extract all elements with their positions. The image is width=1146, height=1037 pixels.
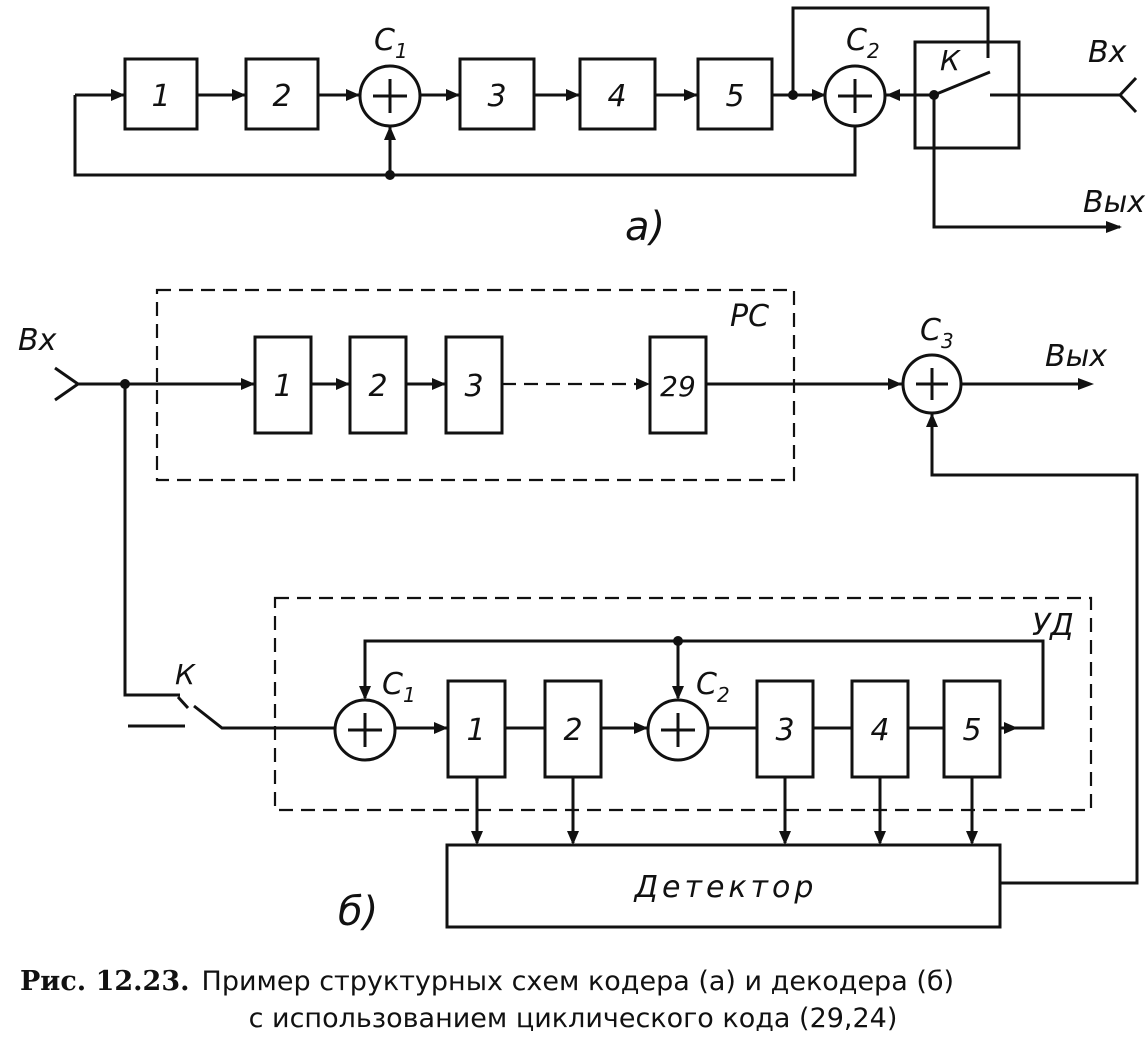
- encoder-block-3: [458, 57, 536, 131]
- encoder-block-1: [123, 57, 199, 131]
- adder-c3-label: C3: [920, 313, 954, 353]
- caption-line-2: с использованием циклического кода (29,2…: [249, 1003, 898, 1034]
- ud-block-1-label: 1: [466, 713, 485, 748]
- encoder-block-3-label: 3: [487, 79, 506, 114]
- input-a-label: Вх: [1088, 35, 1127, 70]
- adder-c1-a-label: C1: [374, 23, 408, 63]
- ud-block-3-label: 3: [775, 713, 794, 748]
- input-b-label: Вх: [18, 323, 57, 358]
- detector-block: [445, 843, 1002, 929]
- caption-figure-number: Рис. 12.23.: [20, 966, 190, 997]
- encoder-diagram: 1 2 3 4 5 C1 C2 К Вх Вых а): [73, 6, 1145, 250]
- decoder-diagram: РС Вх 1 2 3 29 C3 Вых: [18, 288, 1139, 935]
- ud-block-2-label: 2: [563, 713, 582, 748]
- rs-block-2: [348, 335, 408, 435]
- output-b-label: Вых: [1045, 339, 1107, 374]
- rs-block-29-label: 29: [660, 370, 696, 403]
- adder-c1-b-label: C1: [382, 667, 416, 707]
- rs-block-3: [444, 335, 504, 435]
- rs-group-label: РС: [730, 299, 769, 334]
- ud-group-label: УД: [1032, 608, 1074, 643]
- rs-block-2-label: 2: [368, 369, 387, 404]
- diagram-a-label: а): [625, 204, 665, 250]
- detector-label: Детектор: [633, 870, 818, 905]
- encoder-block-4: [578, 57, 657, 131]
- encoder-block-5-label: 5: [725, 79, 744, 114]
- encoder-block-2-label: 2: [272, 79, 291, 114]
- switch-b-label: К: [175, 658, 196, 691]
- figure-caption: Рис. 12.23.Пример структурных схем кодер…: [20, 966, 954, 1034]
- encoder-block-1-label: 1: [151, 79, 170, 114]
- switch-a-label: К: [940, 44, 961, 77]
- rs-block-29: [648, 335, 708, 435]
- diagram-b-label: б): [338, 889, 378, 935]
- encoder-block-2: [244, 57, 320, 131]
- caption-line-1: Рис. 12.23.Пример структурных схем кодер…: [20, 966, 954, 997]
- rs-block-1-label: 1: [273, 369, 292, 404]
- ud-block-4-label: 4: [870, 713, 889, 748]
- encoder-block-5: [696, 57, 774, 131]
- adder-c2-a-label: C2: [846, 23, 880, 63]
- output-a-label: Вых: [1083, 185, 1145, 220]
- encoder-block-4-label: 4: [607, 79, 626, 114]
- ud-group: [273, 596, 1093, 812]
- switch-box-a: [913, 40, 1021, 150]
- ud-block-5-label: 5: [962, 713, 981, 748]
- rs-block-3-label: 3: [464, 369, 483, 404]
- ud-block-1: [446, 679, 507, 779]
- rs-block-1: [253, 335, 313, 435]
- adder-c2-b-label: C2: [696, 667, 730, 707]
- ud-block-4: [850, 679, 910, 779]
